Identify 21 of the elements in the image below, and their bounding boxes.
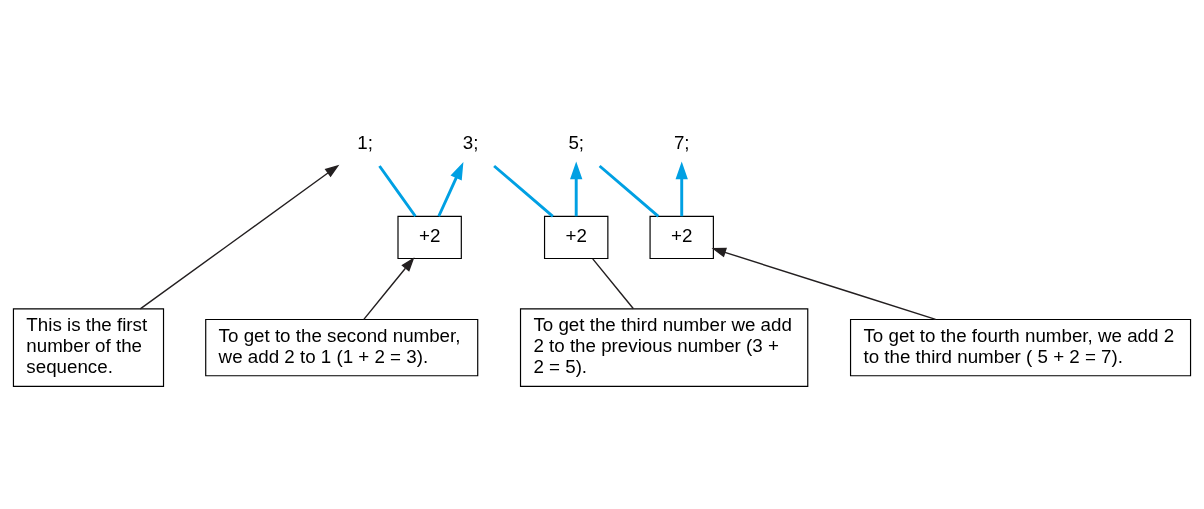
arrow [570,161,583,216]
node-text: 7; [673,131,690,153]
node-box: +2 [397,215,462,259]
node-text: 1; [357,131,373,153]
connector [592,257,635,309]
node-box: This is the first number of the sequence. [12,307,165,387]
arrow [675,161,688,216]
arrow [363,256,415,320]
node-box: To get the third number we add 2 to the previous number (3 + 2 = 5). [519,307,809,387]
node-box: +2 [649,215,714,259]
arrow [711,247,937,320]
node-box: To get to the second number, we add 2 to 1 (1 + 2 = 3). [205,318,479,376]
arrow [437,161,464,217]
connector [493,164,554,217]
node-text: 5; [568,131,585,153]
connector [378,164,417,217]
arrow [139,164,340,310]
connector [598,164,660,217]
node-box: To get to the fourth number, we add 2 to the third number ( 5 + 2 = 7). [849,318,1192,376]
node-box: +2 [543,215,609,259]
node-text: 3; [462,131,479,153]
